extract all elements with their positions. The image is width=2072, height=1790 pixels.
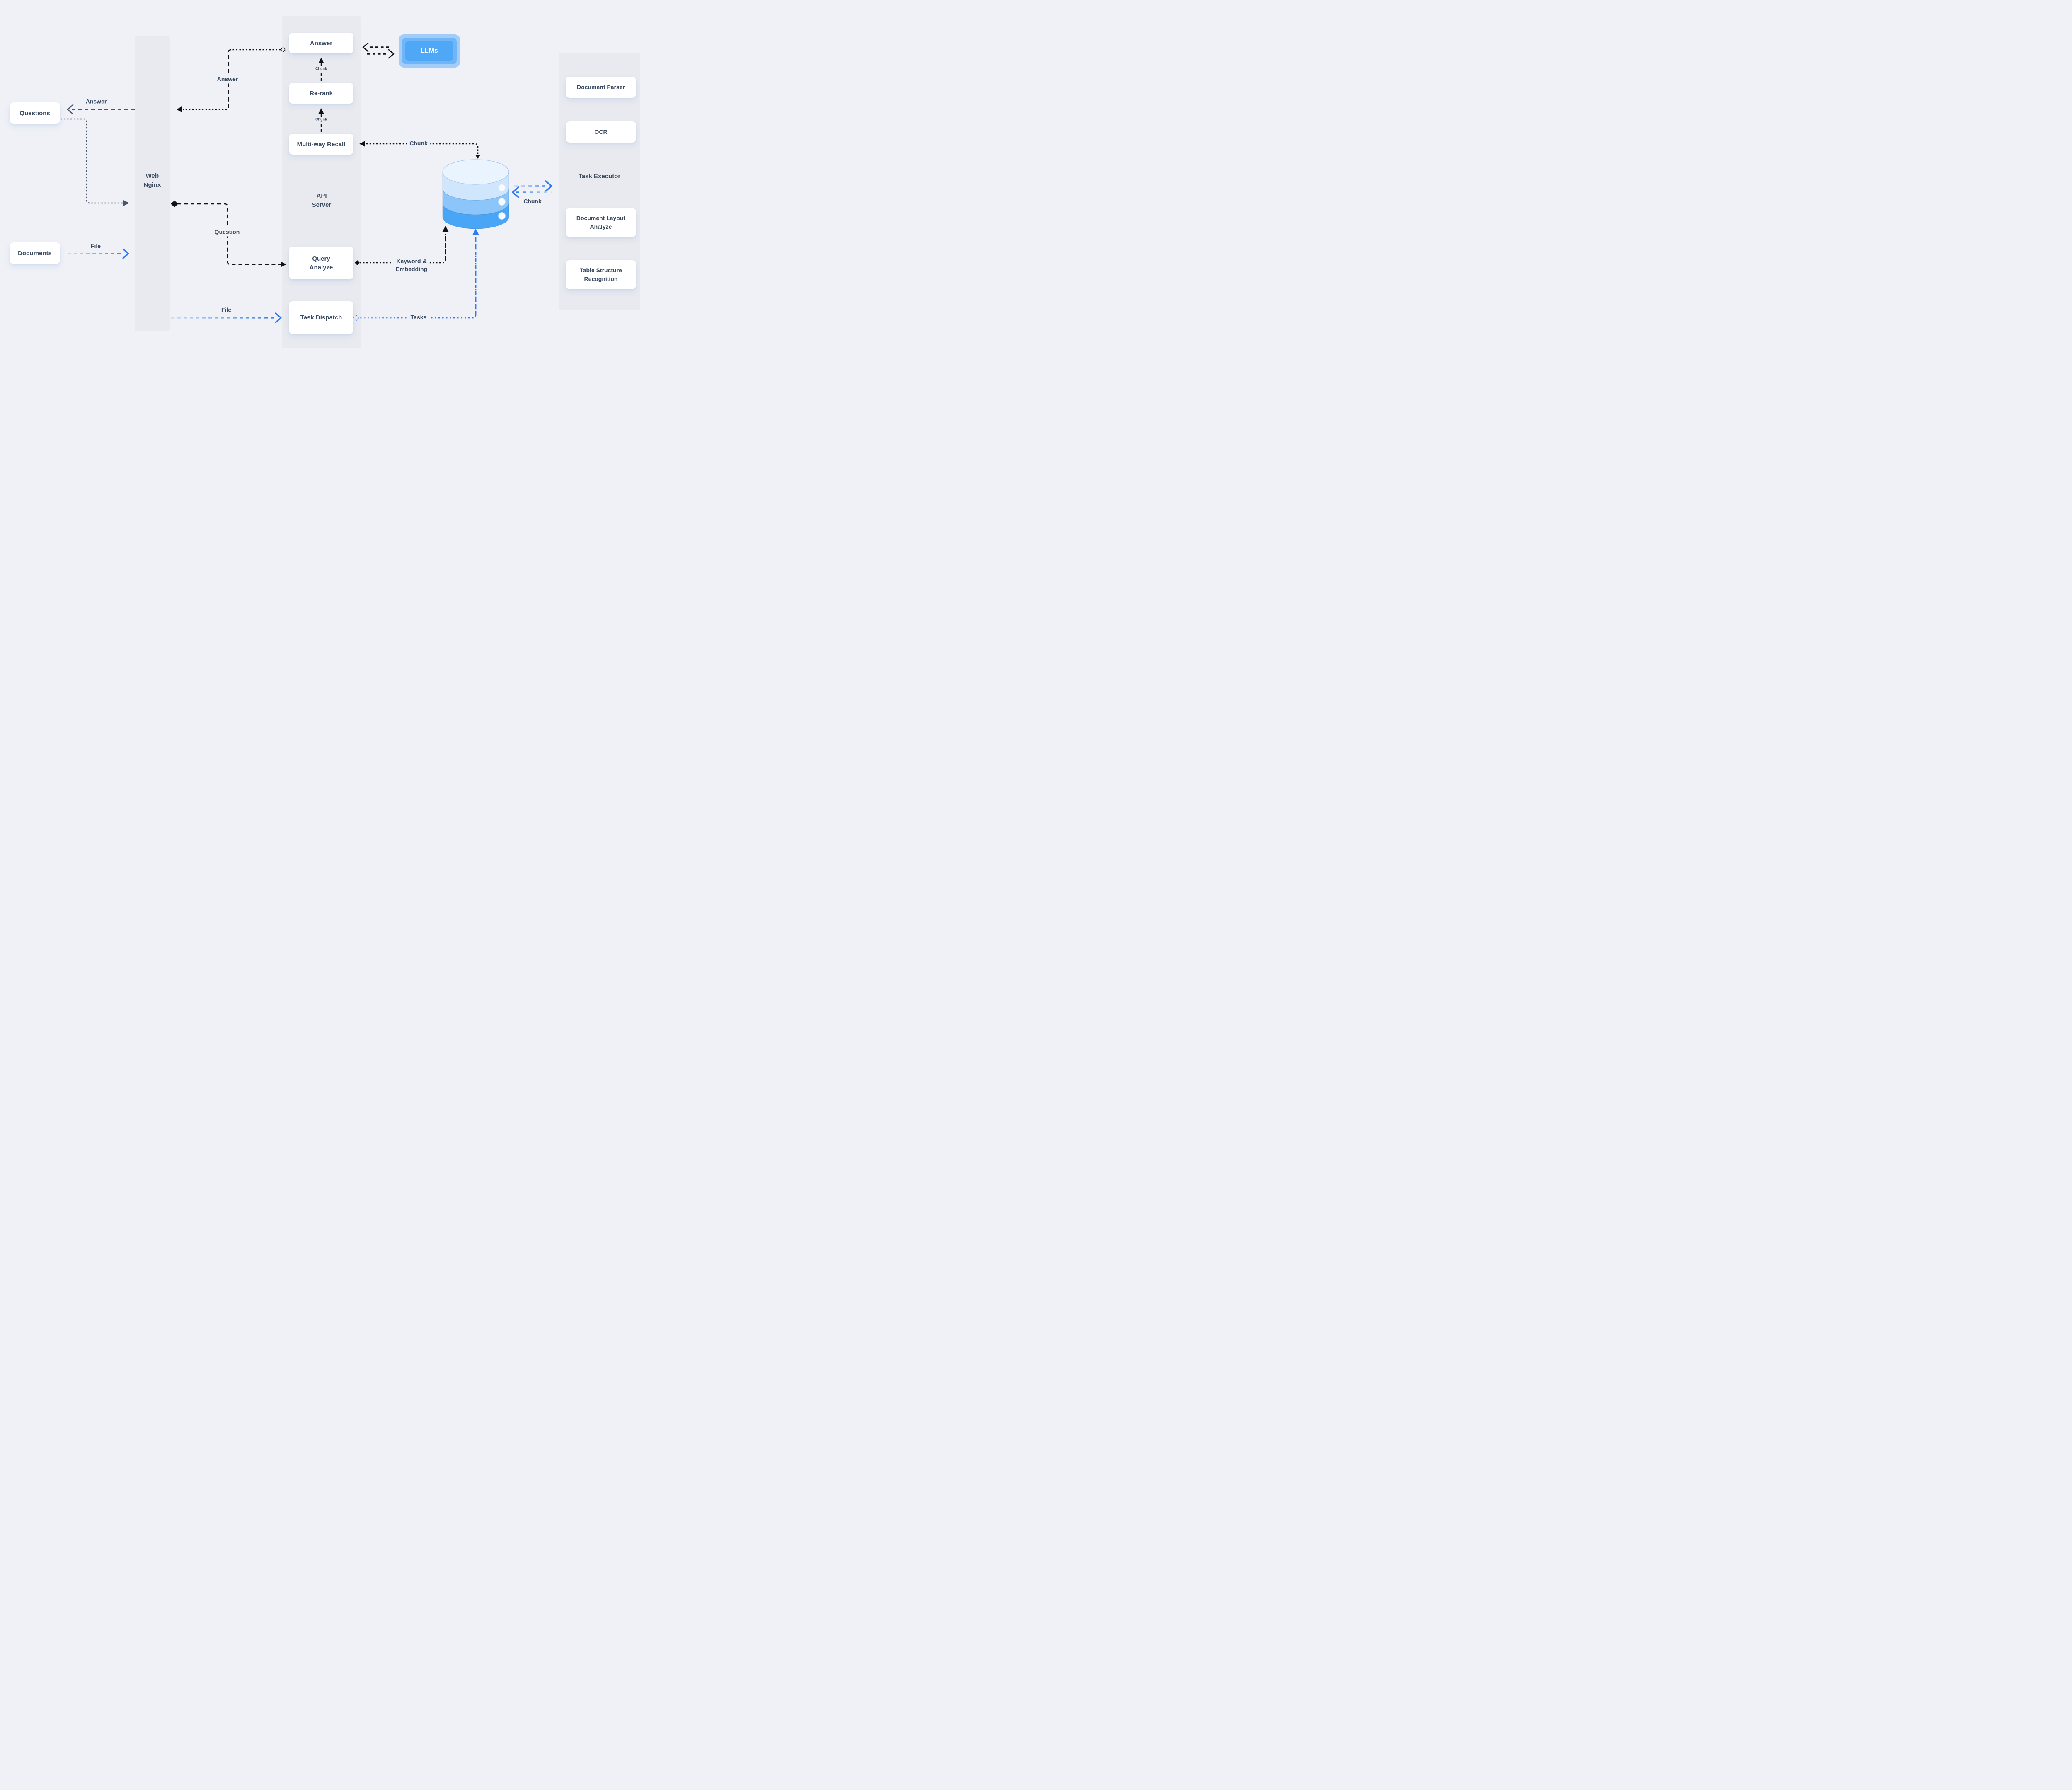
- edge-keyword-query-to-db: [355, 226, 449, 265]
- web-nginx-label: Web Nginx: [143, 172, 161, 189]
- node-llms-label: LLMs: [421, 47, 438, 54]
- node-llms: LLMs: [399, 34, 460, 68]
- edge-chunk-db-to-executor: [514, 180, 552, 192]
- node-multiway-recall-label: Multi-way Recall: [297, 140, 346, 148]
- edge-answer-to-llms: [367, 49, 395, 59]
- db-port-icon: [498, 184, 506, 191]
- node-ocr: OCR: [566, 121, 636, 143]
- web-nginx-panel: [135, 36, 170, 331]
- edge-answer-nginx-to-questions: [67, 104, 135, 115]
- node-ocr-label: OCR: [594, 128, 608, 135]
- edge-label-chunk-db: Chunk: [407, 139, 430, 148]
- node-questions-label: Questions: [19, 109, 50, 117]
- node-task-dispatch-label: Task Dispatch: [300, 314, 342, 321]
- node-query-analyze: Query Analyze: [289, 247, 353, 279]
- db-port-icon: [498, 212, 506, 220]
- database-icon: [442, 159, 509, 229]
- connector-layer: [61, 42, 552, 323]
- node-answer: Answer: [289, 33, 353, 53]
- edge-chunk-recall-to-rerank: [318, 108, 324, 132]
- node-documents: Documents: [10, 242, 60, 264]
- node-document-parser: Document Parser: [566, 77, 636, 98]
- node-document-layout-analyze: Document Layout Analyze: [566, 208, 636, 237]
- edge-file-nginx-to-dispatch: [171, 312, 282, 323]
- architecture-diagram: Questions Documents Web Nginx Answer Re-…: [0, 0, 650, 365]
- edge-label-question: Question: [212, 227, 242, 237]
- node-table-structure-recognition: Table Structure Recognition: [566, 260, 636, 289]
- api-server-label: API Server: [312, 192, 332, 208]
- node-documents-label: Documents: [18, 249, 52, 257]
- db-port-icon: [498, 198, 506, 206]
- edge-label-chunk-answer: Chunk: [314, 66, 329, 71]
- edge-label-chunk-right: Chunk: [523, 198, 542, 205]
- edge-questions-to-nginx: [61, 118, 129, 206]
- edge-tasks-dispatch-to-db: [353, 229, 479, 321]
- edge-label-answer-mid: Answer: [214, 75, 241, 84]
- edge-chunk-executor-to-db: [512, 186, 552, 198]
- edge-label-answer-left: Answer: [85, 98, 107, 105]
- node-task-dispatch: Task Dispatch: [289, 301, 353, 334]
- edge-label-tasks: Tasks: [408, 313, 429, 322]
- edge-chunk-db-to-recall: [359, 141, 480, 159]
- node-rerank: Re-rank: [289, 83, 353, 104]
- node-answer-label: Answer: [310, 39, 333, 47]
- edge-label-chunk-rerank: Chunk: [314, 117, 329, 122]
- task-executor-label: Task Executor: [578, 173, 621, 180]
- node-questions: Questions: [10, 102, 60, 124]
- edge-llms-to-answer: [362, 42, 392, 52]
- edge-label-keyword-embedding: Keyword & Embedding: [393, 257, 430, 273]
- llms-layer-inner: [405, 41, 453, 61]
- edge-label-file-top: File: [90, 242, 101, 249]
- edge-question-nginx-to-query: [171, 201, 286, 267]
- edge-chunk-rerank-to-answer: [318, 58, 324, 81]
- api-server-panel: [282, 16, 361, 348]
- edge-answer-api-to-nginx: [177, 47, 286, 113]
- node-multiway-recall: Multi-way Recall: [289, 134, 353, 155]
- edge-label-file-bottom: File: [218, 305, 234, 314]
- node-document-parser-label: Document Parser: [577, 84, 625, 90]
- node-rerank-label: Re-rank: [310, 90, 333, 97]
- edge-file-documents-to-nginx: [68, 248, 129, 259]
